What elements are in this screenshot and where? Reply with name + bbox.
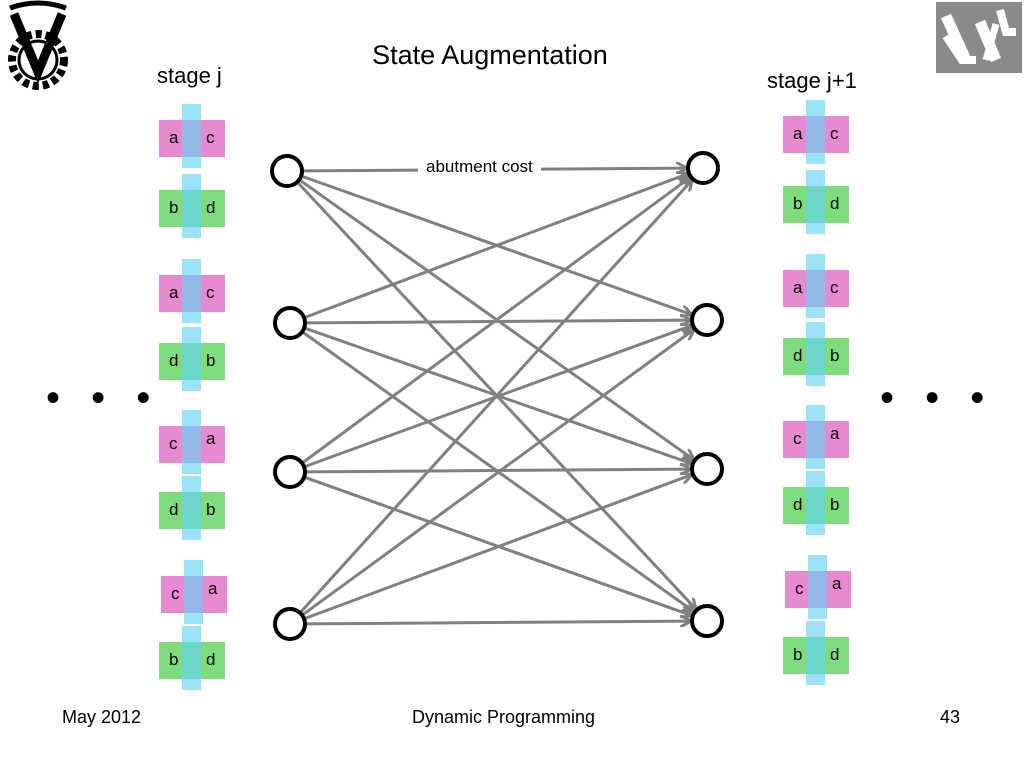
tile-overlap-strip xyxy=(182,104,201,168)
tile-label-first: c xyxy=(795,579,804,598)
tile-label-second: d xyxy=(206,198,216,217)
tile-overlap-strip xyxy=(184,560,203,624)
tile-label-second: b xyxy=(830,346,840,365)
tile-label-first: d xyxy=(169,351,179,370)
right-state-node-2 xyxy=(690,303,724,337)
right-ellipsis: • • • xyxy=(880,376,995,420)
edge-3-1 xyxy=(301,330,693,617)
tile-overlap-strip xyxy=(182,327,201,391)
tile-label-second: b xyxy=(206,500,216,519)
hebrew-logo xyxy=(936,2,1022,73)
tile-label-first: a xyxy=(793,124,803,143)
tile-overlap-strip xyxy=(182,259,201,323)
edge-3-2 xyxy=(303,475,691,621)
footer-date: May 2012 xyxy=(62,707,142,727)
left-state-node-1 xyxy=(270,154,304,188)
tile-overlap-strip xyxy=(182,410,201,474)
tile-label-second: b xyxy=(206,351,216,370)
tile-overlap-strip xyxy=(806,100,825,164)
tile-overlap-strip xyxy=(182,174,201,238)
edge-1-0 xyxy=(303,174,687,320)
edge-label-abutment-cost: abutment cost xyxy=(418,157,541,177)
footer-title: Dynamic Programming xyxy=(412,707,596,727)
tile-label-first: b xyxy=(169,198,179,217)
tile-label-second: a xyxy=(832,574,842,593)
right-state-node-3 xyxy=(690,452,724,486)
right-state-node-1 xyxy=(686,151,720,185)
stage-right-label: stage j+1 xyxy=(767,68,857,93)
left-ellipsis: • • • xyxy=(46,376,161,420)
tile-label-first: c xyxy=(169,434,178,453)
tile-label-first: d xyxy=(793,495,803,514)
tile-label-first: d xyxy=(169,500,179,519)
right-state-node-4 xyxy=(690,604,724,638)
tile-label-first: c xyxy=(793,429,802,448)
left-state-node-3 xyxy=(273,455,307,489)
tile-label-first: a xyxy=(793,278,803,297)
tile-overlap-strip xyxy=(808,555,827,619)
edge-2-2 xyxy=(304,469,690,472)
tile-overlap-strip xyxy=(182,626,201,690)
left-state-node-2 xyxy=(273,306,307,340)
edge-3-0 xyxy=(298,181,692,614)
stage-left-label: stage j xyxy=(157,63,222,88)
footer-page-number: 43 xyxy=(940,707,961,727)
slide-title: State Augmentation xyxy=(372,40,608,70)
tile-overlap-strip xyxy=(806,405,825,469)
tile-label-first: c xyxy=(171,584,180,603)
tile-label-second: a xyxy=(206,429,216,448)
technion-logo xyxy=(0,0,77,94)
tile-label-first: a xyxy=(169,128,179,147)
tile-label-second: c xyxy=(206,283,215,302)
tile-label-second: a xyxy=(208,579,218,598)
edge-2-0 xyxy=(301,178,689,465)
tile-label-first: d xyxy=(793,346,803,365)
tile-label-first: b xyxy=(169,650,179,669)
tile-label-second: b xyxy=(830,495,840,514)
technion-emblem-icon xyxy=(0,0,77,94)
tile-label-second: d xyxy=(830,645,840,664)
tile-overlap-strip xyxy=(806,170,825,234)
tile-label-second: d xyxy=(830,194,840,213)
tile-label-second: c xyxy=(830,124,839,143)
edge-1-1 xyxy=(304,320,690,323)
tile-label-second: a xyxy=(830,424,840,443)
tile-label-second: d xyxy=(206,650,216,669)
tile-overlap-strip xyxy=(806,322,825,386)
tile-overlap-strip xyxy=(806,621,825,685)
hebrew-letters-icon xyxy=(936,2,1022,73)
tile-label-first: b xyxy=(793,645,803,664)
tile-label-first: b xyxy=(793,194,803,213)
edge-3-3 xyxy=(304,621,690,624)
left-state-node-4 xyxy=(273,607,307,641)
tile-label-first: a xyxy=(169,283,179,302)
tile-label-second: c xyxy=(830,278,839,297)
tile-overlap-strip xyxy=(806,254,825,318)
tile-overlap-strip xyxy=(182,476,201,540)
tile-overlap-strip xyxy=(806,471,825,535)
tile-label-second: c xyxy=(206,128,215,147)
